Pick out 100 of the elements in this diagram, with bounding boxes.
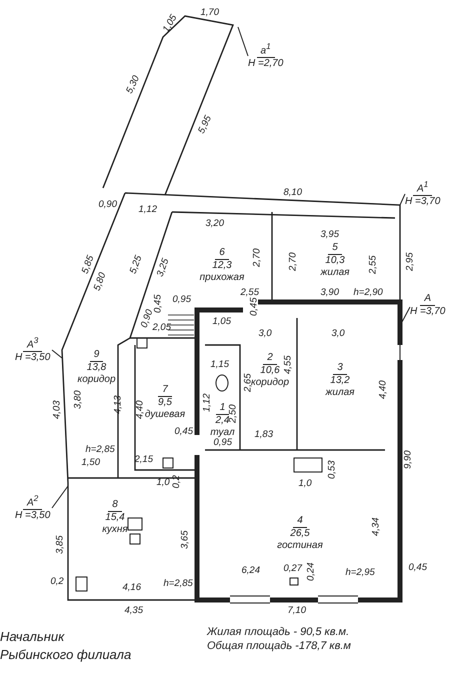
dimension-label: 2,55 — [240, 288, 259, 298]
dimension-label: 4,03 — [52, 400, 62, 419]
dimension-label: 2,15 — [134, 455, 153, 464]
dimension-label: 1,15 — [210, 360, 229, 370]
dimension-label: 5,95 — [196, 114, 213, 136]
height-label: H =3,70 — [410, 306, 446, 317]
dimension-label: 2,95 — [405, 252, 414, 271]
dimension-label: 0,27 — [284, 564, 302, 574]
dimension-label: 1,50 — [82, 458, 100, 468]
height-label: H =3,50 — [15, 352, 50, 364]
dimension-label: 0,24 — [306, 562, 316, 581]
dimension-label: 0,95 — [172, 295, 191, 304]
room-name: прихожая — [200, 272, 244, 284]
room-number: 6 — [215, 246, 229, 260]
room-number: 2 — [263, 352, 277, 364]
room-area-value: 13,2 — [330, 374, 350, 386]
dimension-label: 1,70 — [200, 8, 219, 18]
dimension-label: 0,45 — [408, 563, 427, 572]
room-area-value: 13,8 — [86, 362, 106, 374]
dimension-label: 1,12 — [138, 205, 157, 214]
room-name: туал — [210, 426, 235, 438]
dimension-label: 3,20 — [206, 219, 224, 228]
dimension-label: 4,34 — [371, 518, 380, 536]
elevation-mark: а$^{1}$ — [256, 42, 275, 58]
dimension-label: 3,95 — [320, 230, 339, 240]
dimension-label: 0,2 — [50, 577, 64, 586]
dimension-label: 4,40 — [135, 400, 144, 419]
leader-line — [238, 26, 248, 56]
room-name: душевая — [144, 409, 186, 421]
dimension-label: 0,53 — [327, 460, 336, 479]
dimension-label: 2,05 — [152, 323, 171, 332]
leader-line — [402, 306, 410, 322]
room-number: 8 — [108, 499, 122, 512]
elevation-mark: A — [420, 293, 435, 306]
dimension-label: 5,30 — [124, 74, 141, 96]
elevation-mark: A$^{2}$ — [23, 494, 42, 510]
area-note: Жилая площадь - 90,5 кв.м. — [207, 627, 350, 638]
dimension-label: 0,45 — [153, 294, 162, 313]
dimension-label: 4,55 — [283, 356, 292, 374]
dimension-label: 2,70 — [252, 248, 262, 267]
signature-text: Рыбинского филиала — [0, 648, 132, 661]
dimension-label: 1,0 — [156, 478, 170, 488]
room-area-value: 12,3 — [212, 260, 232, 272]
dimension-label: 3,0 — [258, 329, 272, 338]
dimension-label: 3,0 — [332, 329, 345, 338]
dimension-label: 3,85 — [55, 536, 64, 554]
room-area-value: 9,5 — [158, 397, 172, 409]
dimension-label: 3,80 — [73, 390, 82, 409]
dimension-label: 4,35 — [124, 606, 143, 616]
room-name: коридор — [250, 376, 290, 388]
dimension-label: 0,90 — [98, 200, 117, 210]
room-name: кухня — [102, 524, 128, 536]
dimension-label: 0,45 — [174, 427, 193, 436]
height-label: H =3,70 — [405, 196, 440, 208]
height-label: H =2,70 — [248, 58, 284, 70]
signature-text: Начальник — [0, 630, 64, 643]
dimension-label: 3,25 — [155, 257, 170, 278]
dimension-label: h=2,85 — [164, 579, 193, 588]
room-number: 1 — [216, 402, 230, 414]
dimension-label: 1,0 — [298, 479, 312, 488]
elevation-mark: A$^{1}$ — [413, 180, 432, 196]
leader-line — [52, 350, 62, 358]
room-area-value: 15,4 — [105, 512, 125, 524]
area-note: Общая площадь -178,7 кв.м — [207, 641, 351, 652]
dimension-label: 1,83 — [254, 430, 273, 440]
dimension-label: 8,10 — [284, 188, 302, 198]
room-area-value: 26,5 — [290, 528, 310, 540]
dimension-label: 3,90 — [320, 288, 339, 298]
dimension-label: 2,70 — [288, 252, 298, 271]
room-number: 5 — [328, 242, 342, 254]
elevation-mark: A$^{3}$ — [23, 336, 42, 352]
room-area-value: 10,3 — [325, 254, 345, 266]
room-number: 3 — [333, 362, 347, 374]
dimension-label: 2,65 — [243, 374, 252, 392]
dimension-label: 5,25 — [128, 254, 144, 276]
room-name: гостиная — [277, 540, 323, 552]
room-area-value: 10,6 — [260, 364, 280, 376]
dimension-label: 0,45 — [249, 298, 258, 316]
leader-line — [52, 486, 68, 508]
dimension-label: h=2,85 — [86, 445, 115, 454]
dimension-label: 0,95 — [214, 438, 232, 448]
dimension-label: h=2,90 — [354, 288, 383, 298]
dimension-label: 1,05 — [212, 317, 231, 326]
room-number: 9 — [90, 349, 104, 362]
room-name: жилая — [326, 386, 354, 398]
dimension-label: 1,12 — [202, 394, 212, 412]
dimension-label: 2,55 — [368, 256, 378, 274]
dimension-label: 4,16 — [122, 583, 141, 592]
leader-line — [400, 194, 406, 206]
dimension-label: 7,10 — [288, 606, 306, 616]
dimension-label: 9,90 — [403, 450, 412, 469]
height-label: H =3,50 — [15, 510, 50, 522]
dimension-label: h=2,95 — [346, 568, 375, 578]
room-number: 4 — [293, 514, 307, 528]
room-area-value: 2,4 — [216, 414, 230, 426]
room-name: коридор — [77, 374, 116, 386]
dimension-label: 2,50 — [228, 404, 238, 423]
dimension-label: 3,65 — [180, 530, 190, 549]
room-number: 7 — [158, 384, 172, 397]
dimension-label: 6,24 — [242, 566, 260, 576]
